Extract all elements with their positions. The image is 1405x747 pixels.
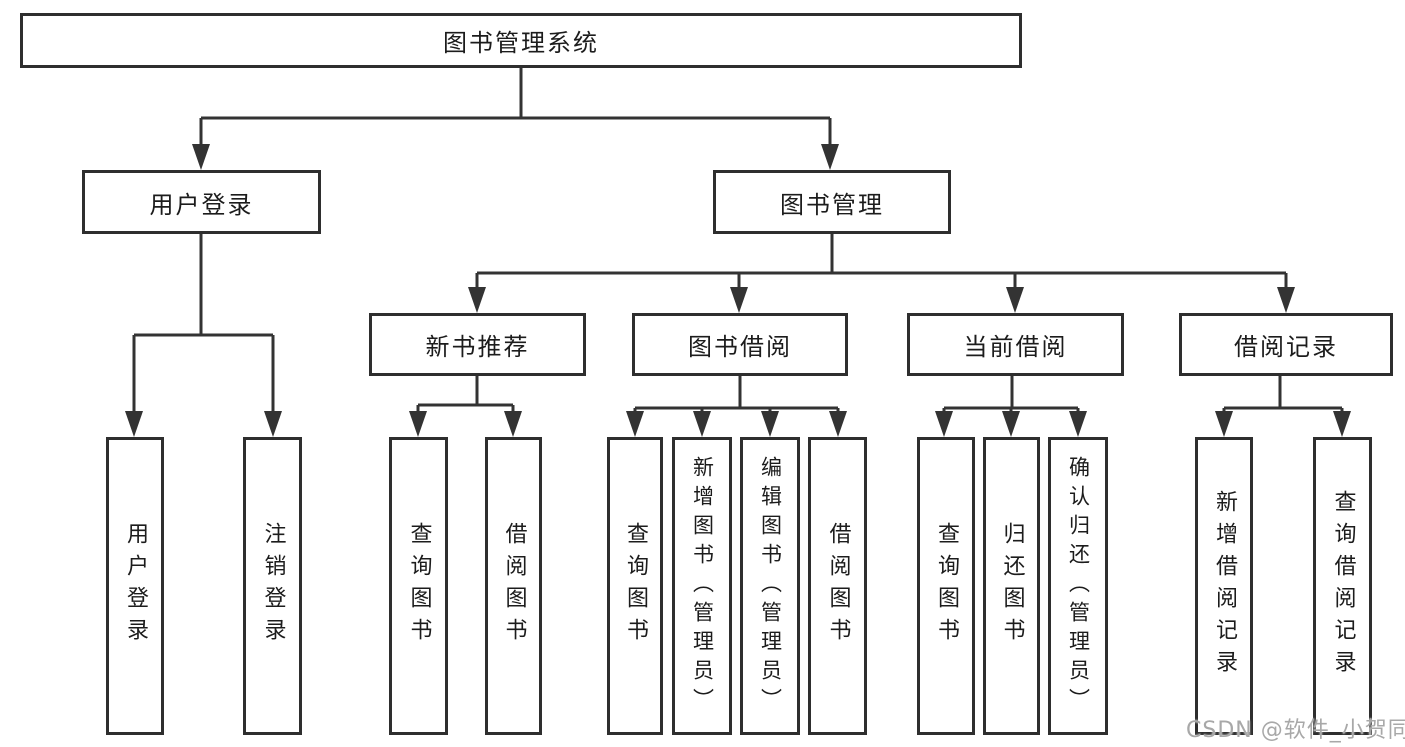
node-current-borrowing: 当前借阅	[907, 313, 1124, 376]
leaf-label: 新增图书（管理员）	[690, 455, 715, 717]
leaf-label: 新增借阅记录	[1212, 490, 1237, 682]
leaf-label: 注销登录	[260, 522, 286, 650]
node-label: 当前借阅	[963, 333, 1068, 361]
leaf-query-books-current: 查询图书	[917, 437, 975, 735]
node-label: 图书借阅	[688, 333, 792, 361]
node-new-book-recommend: 新书推荐	[369, 313, 586, 376]
leaf-return-books: 归还图书	[983, 437, 1040, 735]
leaf-label: 查询图书	[623, 522, 648, 650]
leaf-label: 借阅图书	[825, 522, 851, 650]
leaf-add-books-admin: 新增图书（管理员）	[672, 437, 732, 735]
leaf-query-books-recommend: 查询图书	[389, 437, 448, 735]
leaf-label: 用户登录	[123, 522, 148, 650]
leaf-edit-books-admin: 编辑图书（管理员）	[740, 437, 800, 735]
node-label: 新书推荐	[425, 333, 530, 361]
node-label: 用户登录	[149, 190, 254, 219]
leaf-confirm-return-admin: 确认归还（管理员）	[1048, 437, 1108, 735]
node-user-login: 用户登录	[82, 170, 321, 234]
leaf-borrow-books-recommend: 借阅图书	[485, 437, 542, 735]
leaf-label: 确认归还（管理员）	[1066, 455, 1091, 717]
node-book-management: 图书管理	[713, 170, 951, 234]
leaf-user-login: 用户登录	[106, 437, 164, 735]
leaf-label: 查询图书	[406, 522, 432, 650]
leaf-logout: 注销登录	[243, 437, 302, 735]
node-borrow-records: 借阅记录	[1179, 313, 1393, 376]
node-library-management-system: 图书管理系统	[20, 13, 1022, 68]
node-label: 图书管理系统	[443, 29, 599, 57]
leaf-query-borrow-record: 查询借阅记录	[1313, 437, 1372, 735]
leaf-label: 编辑图书（管理员）	[758, 455, 783, 717]
leaf-label: 查询借阅记录	[1330, 490, 1356, 682]
leaf-borrow-books: 借阅图书	[808, 437, 867, 735]
leaf-label: 归还图书	[999, 522, 1025, 650]
leaf-query-books-borrowing: 查询图书	[607, 437, 663, 735]
node-book-borrowing: 图书借阅	[632, 313, 848, 376]
node-label: 图书管理	[780, 190, 884, 219]
node-label: 借阅记录	[1234, 333, 1338, 361]
leaf-label: 查询图书	[934, 522, 959, 650]
leaf-label: 借阅图书	[501, 522, 527, 650]
leaf-add-borrow-record: 新增借阅记录	[1195, 437, 1253, 735]
